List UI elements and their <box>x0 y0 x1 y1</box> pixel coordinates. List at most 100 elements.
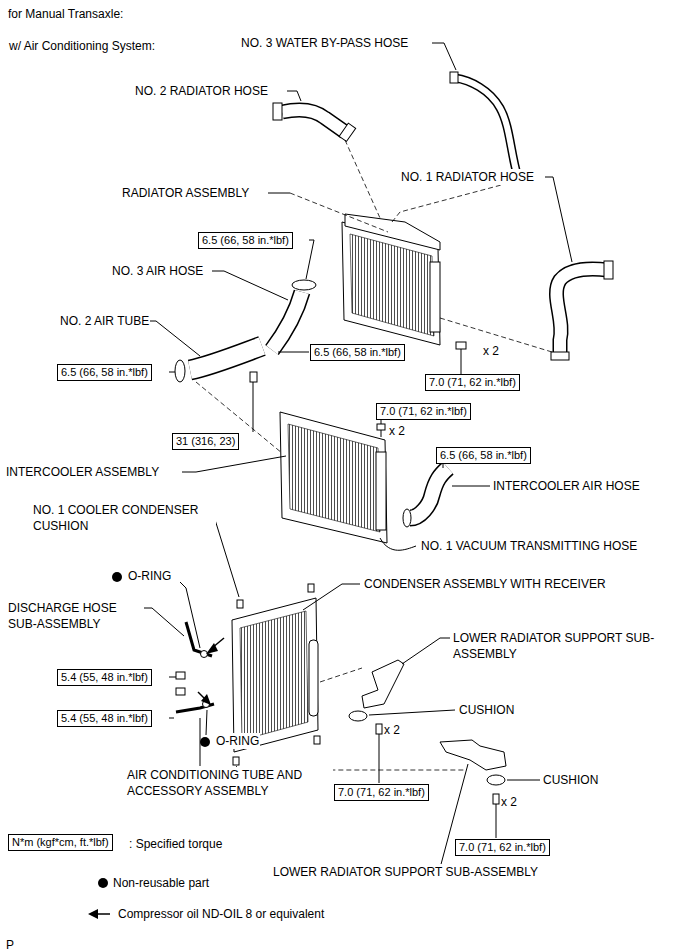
radiator-hose-1 <box>556 269 608 352</box>
intercooler-assembly <box>376 452 386 530</box>
part-label: CONDENSER ASSEMBLY WITH RECEIVER <box>363 576 607 592</box>
torque-box: 6.5 (66, 58 in.*lbf) <box>198 232 293 249</box>
part-label: x 2 <box>500 794 518 810</box>
part-label: CUSHION <box>542 772 599 788</box>
condenser-assembly <box>320 668 362 682</box>
air-hose-3 <box>272 292 302 350</box>
part-label: x 2 <box>383 722 401 738</box>
air-tube-2 <box>253 382 254 432</box>
condenser-assembly <box>237 600 243 608</box>
radiator-hose-1 <box>604 261 613 279</box>
water-bypass-hose <box>432 43 518 178</box>
air-tube-2 <box>250 372 257 382</box>
air-tube-2 <box>144 321 288 458</box>
torque-value: 5.4 (55, 48 in.*lbf) <box>61 671 148 684</box>
part-label: LOWER RADIATOR SUPPORT SUB-ASSEMBLY <box>452 630 659 662</box>
radiator-assembly <box>430 262 440 332</box>
torque-box: 31 (316, 23) <box>172 433 239 450</box>
refrigerant-lines <box>176 688 185 695</box>
radiator-assembly <box>392 180 520 222</box>
part-label: w/ Air Conditioning System: <box>8 38 156 54</box>
refrigerant-lines <box>201 694 211 705</box>
radiator-assembly <box>350 234 434 336</box>
part-label: O-RING <box>215 733 260 749</box>
condenser-assembly <box>232 598 318 752</box>
lower-radiator-support <box>493 794 499 804</box>
lower-radiator-support <box>402 638 450 664</box>
part-label: x 2 <box>388 423 406 439</box>
torque-box: 7.0 (71, 62 in.*lbf) <box>334 784 429 801</box>
lower-radiator-support <box>507 780 540 781</box>
refrigerant-lines <box>169 677 176 678</box>
refrigerant-lines <box>176 672 185 679</box>
radiator-hose-2 <box>287 91 301 101</box>
radiator-assembly <box>268 193 290 194</box>
air-tube-2 <box>190 346 262 370</box>
refrigerant-lines <box>140 608 184 636</box>
diagram-title: for Manual Transaxle: <box>8 6 123 22</box>
refrigerant-lines <box>201 651 208 658</box>
legend-symbols <box>112 572 122 582</box>
intercooler-air-hose <box>452 486 490 487</box>
radiator-assembly <box>456 342 466 349</box>
air-hose-3 <box>212 271 288 300</box>
radiator-assembly <box>345 214 440 250</box>
air-hose-3 <box>306 240 314 279</box>
legend-text: : Specified torque <box>128 836 223 852</box>
part-label: NO. 3 AIR HOSE <box>111 263 204 279</box>
torque-value: 6.5 (66, 58 in.*lbf) <box>202 234 289 247</box>
part-label: LOWER RADIATOR SUPPORT SUB-ASSEMBLY <box>272 864 539 880</box>
part-label: NO. 3 WATER BY-PASS HOSE <box>240 35 409 51</box>
air-hose-3 <box>272 292 302 350</box>
lower-radiator-support <box>362 660 404 708</box>
water-bypass-hose <box>450 72 458 83</box>
radiator-hose-1 <box>545 177 572 262</box>
radiator-hose-2 <box>339 123 356 141</box>
part-label: AIR CONDITIONING TUBE AND ACCESSORY ASSE… <box>126 767 333 799</box>
torque-box: 7.0 (71, 62 in.*lbf) <box>455 839 550 856</box>
air-tube-2 <box>144 321 200 356</box>
air-tube-2 <box>169 372 175 373</box>
intercooler-assembly <box>280 412 387 543</box>
intercooler-assembly <box>377 424 385 430</box>
part-label: NO. 1 VACUUM TRANSMITTING HOSE <box>420 538 638 554</box>
lower-radiator-support <box>349 711 367 721</box>
torque-box: N*m (kgf*cm, ft.*lbf) <box>8 834 113 851</box>
legend-symbols <box>88 909 98 919</box>
part-label: DISCHARGE HOSE SUB-ASSEMBLY <box>7 600 144 632</box>
air-hose-3 <box>278 352 309 353</box>
radiator-hose-2 <box>273 103 282 120</box>
part-label: CUSHION <box>458 702 515 718</box>
radiator-hose-2 <box>282 110 345 132</box>
part-label: NO. 2 AIR TUBE <box>59 313 150 329</box>
intercooler-assembly <box>381 430 382 437</box>
lower-radiator-support <box>376 724 382 734</box>
torque-value: N*m (kgf*cm, ft.*lbf) <box>12 836 109 849</box>
legend-text: Compressor oil ND-OIL 8 or equivalent <box>117 906 325 922</box>
torque-value: 6.5 (66, 58 in.*lbf) <box>61 366 148 379</box>
intercooler-air-hose <box>403 509 411 527</box>
legend-symbols <box>96 913 110 915</box>
refrigerant-lines <box>140 582 224 766</box>
lower-radiator-support <box>487 775 505 785</box>
part-label: NO. 1 COOLER CONDENSER CUSHION <box>32 502 216 534</box>
condenser-assembly <box>308 584 314 592</box>
radiator-hose-1 <box>551 352 569 360</box>
water-bypass-hose <box>455 78 518 178</box>
lower-radiator-support <box>496 804 497 838</box>
torque-box: 6.5 (66, 58 in.*lbf) <box>57 364 152 381</box>
intercooler-air-hose <box>403 464 490 527</box>
water-bypass-hose <box>432 43 456 70</box>
lower-radiator-support <box>349 638 455 783</box>
lower-radiator-support <box>379 734 380 783</box>
torque-box: 7.0 (71, 62 in.*lbf) <box>425 374 520 391</box>
air-hose-3 <box>212 240 316 352</box>
radiator-assembly <box>268 140 552 374</box>
torque-box: 5.4 (55, 48 in.*lbf) <box>57 669 152 686</box>
torque-box: 6.5 (66, 58 in.*lbf) <box>436 447 531 464</box>
radiator-assembly <box>290 193 388 232</box>
part-label: P <box>5 937 15 952</box>
intercooler-air-hose <box>410 468 448 518</box>
radiator-hose-2 <box>273 91 356 141</box>
